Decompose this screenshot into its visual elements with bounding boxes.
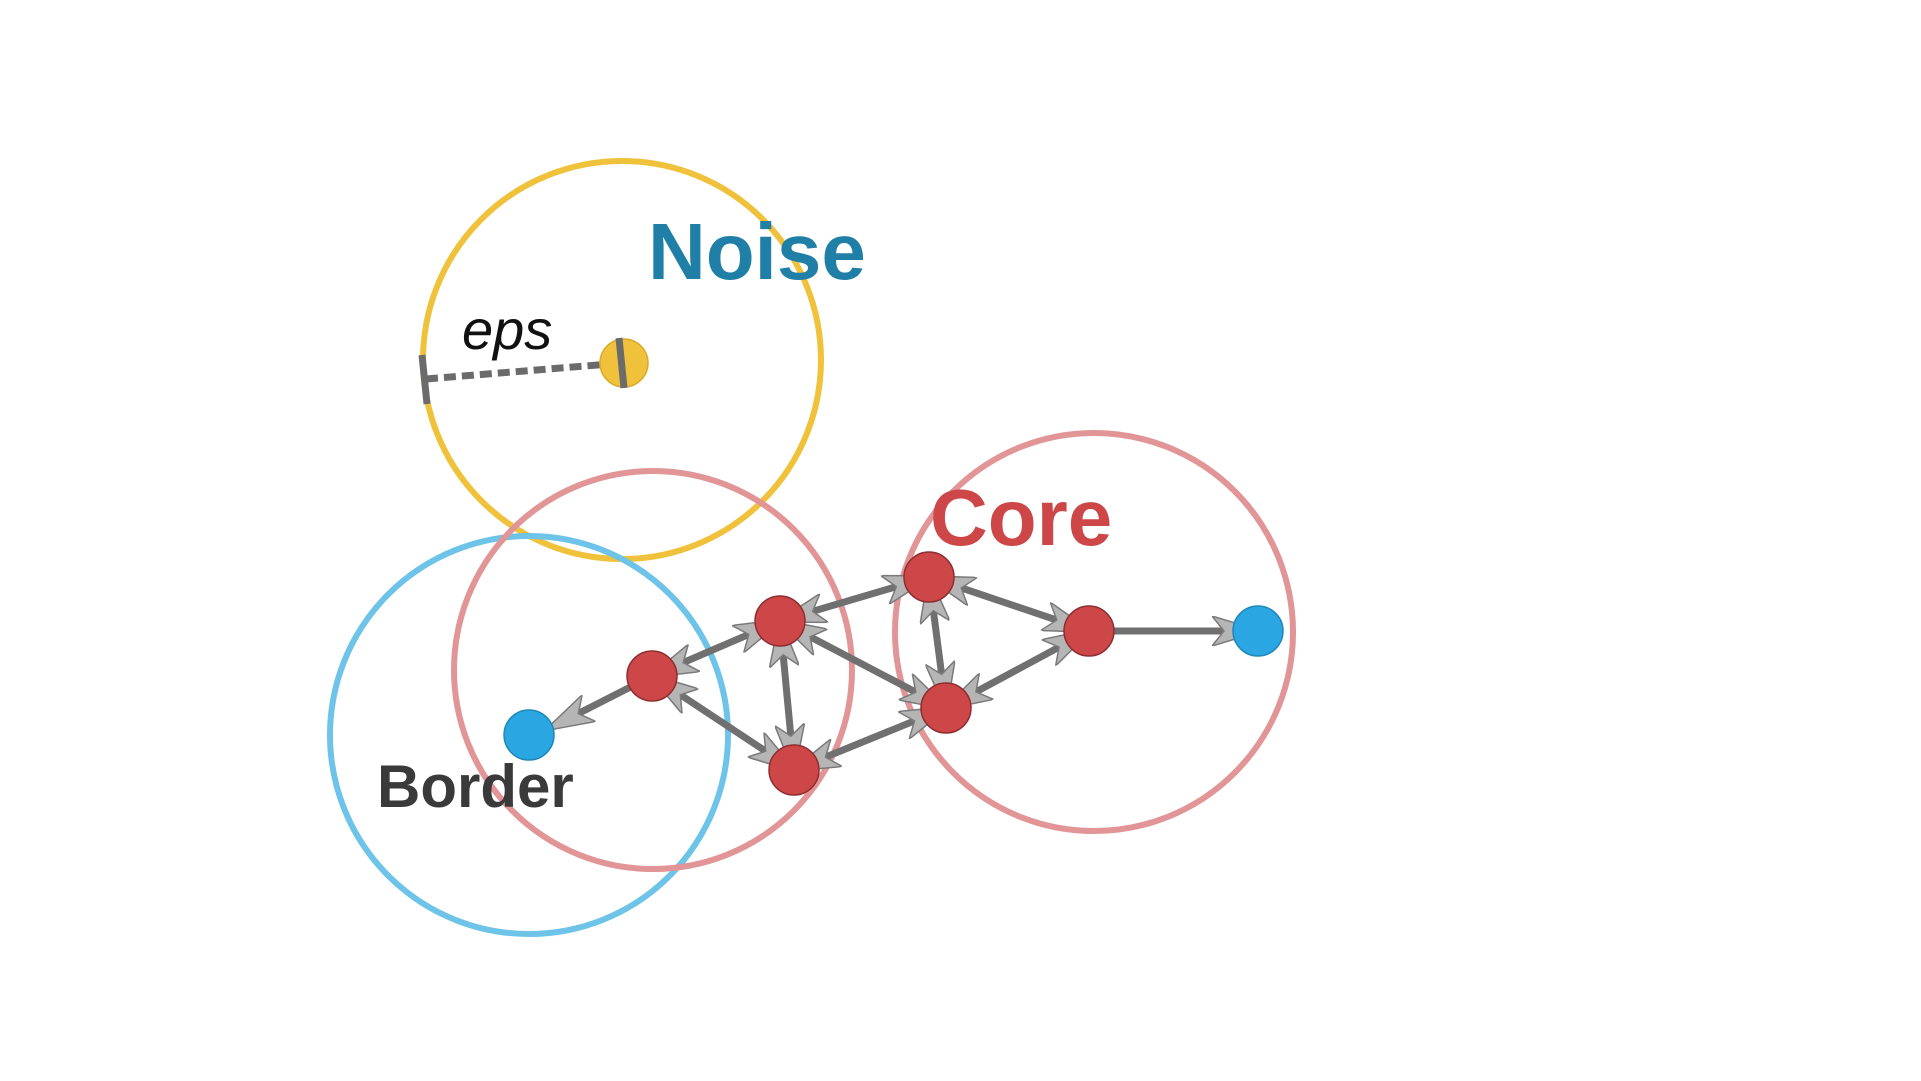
noise-label: Noise <box>648 207 866 296</box>
border-label: Border <box>377 753 574 820</box>
core-point-6 <box>1063 605 1115 657</box>
core-point-2 <box>754 595 806 647</box>
core-label: Core <box>930 473 1113 562</box>
edge-core3-core5 <box>794 704 946 774</box>
core-point-3 <box>768 744 820 796</box>
core-point-1 <box>626 650 678 702</box>
edge-core2-core4 <box>780 573 929 625</box>
border-point-1 <box>503 709 555 761</box>
core-point-4 <box>903 551 955 603</box>
eps-radius-line <box>425 359 623 383</box>
border-point-2 <box>1232 605 1284 657</box>
edge-core2-core5 <box>780 617 946 712</box>
edge-core4-core6 <box>929 573 1089 635</box>
eps-label: eps <box>462 298 553 361</box>
edge-core5-core6 <box>946 631 1089 708</box>
eps-tick-right <box>615 337 628 389</box>
core-point-5 <box>920 682 972 734</box>
eps-tick-left <box>418 354 431 405</box>
